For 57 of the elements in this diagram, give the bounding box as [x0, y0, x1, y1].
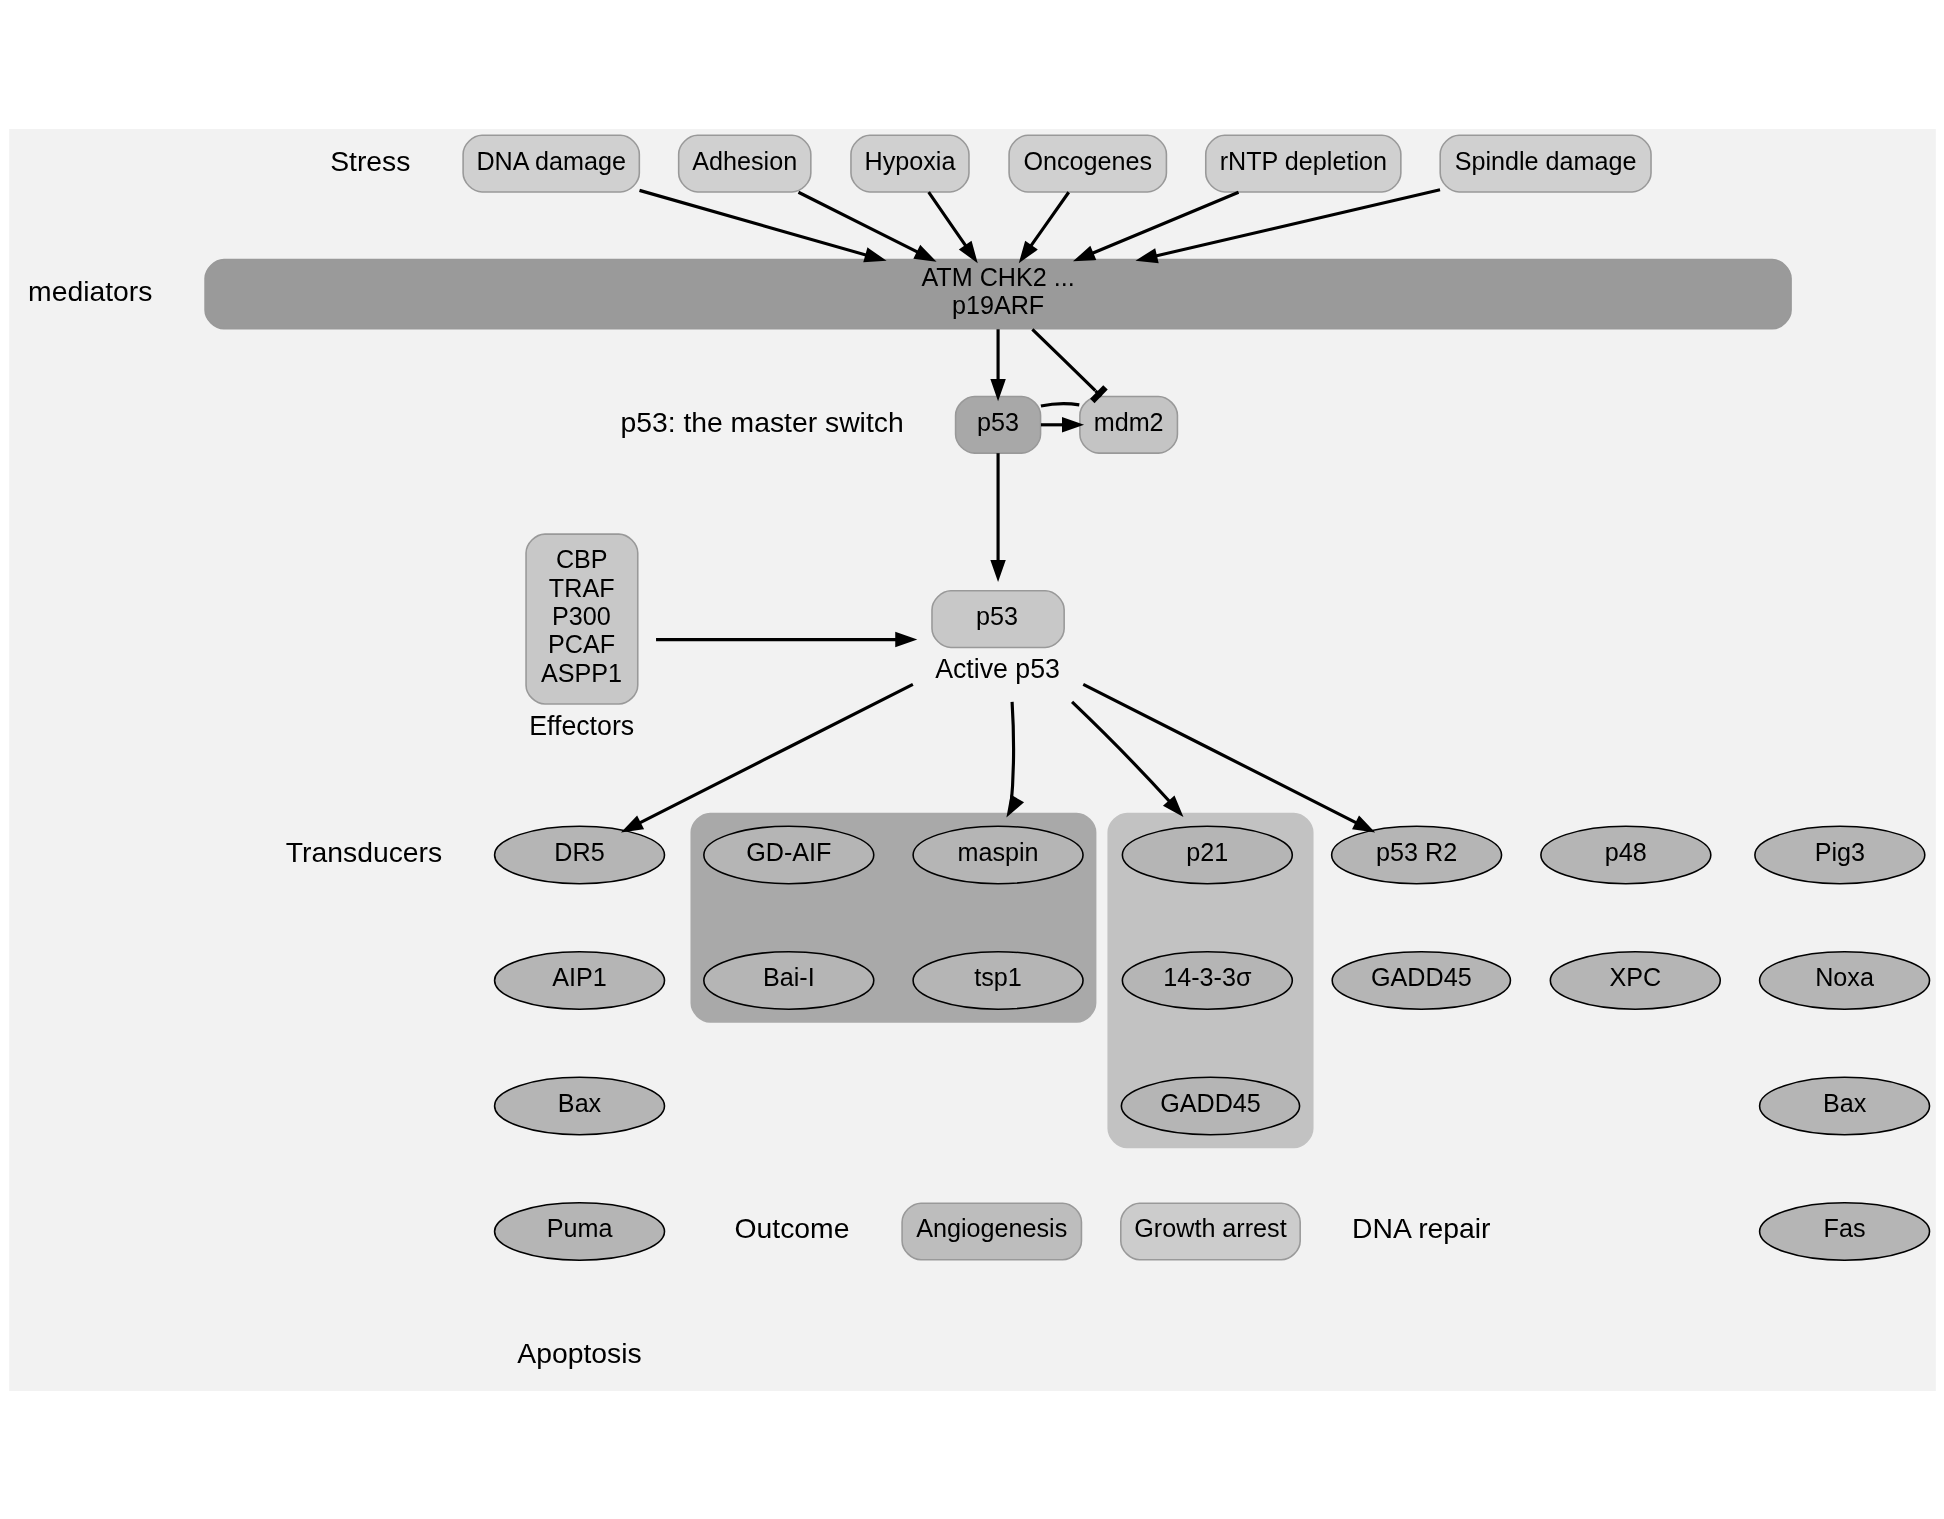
arrow [1134, 187, 1440, 263]
arrow [989, 452, 1006, 582]
label: mediators [27, 274, 152, 307]
label: p53: the master switch [619, 405, 904, 438]
node-box: Oncogenes [1007, 134, 1167, 193]
arrow [797, 190, 937, 262]
node-ellipse: XPC [1549, 950, 1721, 1010]
node-ellipse: GADD45 [1120, 1075, 1300, 1135]
cluster [689, 812, 1096, 1023]
node-box: rNTP depletion [1204, 134, 1402, 193]
node-ellipse: Bai-I [702, 950, 875, 1010]
arrow [1018, 190, 1070, 263]
node-ellipse: tsp1 [911, 950, 1084, 1010]
arrow [1070, 700, 1183, 817]
node-ellipse: Fas [1758, 1201, 1930, 1261]
label: DNA repair [1351, 1211, 1491, 1244]
arrow [1005, 701, 1024, 818]
node-ellipse: Pig3 [1753, 824, 1926, 884]
node-ellipse: Puma [493, 1201, 665, 1261]
label: Stress [329, 144, 410, 177]
connector [1040, 401, 1080, 408]
arrow [926, 190, 978, 263]
node-box: mdm2 [1078, 395, 1178, 454]
arrow [1072, 190, 1239, 261]
node-box: DNA damage [461, 134, 640, 193]
node-ellipse: p53 R2 [1330, 824, 1502, 884]
connector [1030, 327, 1108, 403]
node-label: Active p53 [934, 653, 1060, 684]
node-box: Spindle damage [1438, 134, 1652, 193]
node-ellipse: AIP1 [493, 950, 665, 1010]
arrow [1082, 682, 1375, 832]
node-box: Growth arrest [1119, 1201, 1301, 1261]
node-ellipse: 14-3-3σ [1121, 950, 1293, 1010]
node-ellipse: p48 [1539, 824, 1712, 884]
node-ellipse: Bax [493, 1075, 665, 1135]
arrow [989, 328, 1006, 401]
arrow [655, 631, 917, 647]
node-box: Angiogenesis [900, 1201, 1082, 1261]
node-ellipse: GADD45 [1330, 950, 1511, 1010]
arrow [1040, 416, 1084, 433]
node-ellipse: DR5 [493, 824, 665, 884]
node-box: Adhesion [677, 134, 812, 193]
label: Apoptosis [516, 1336, 642, 1369]
arrow [620, 682, 914, 832]
node-ellipse: GD-AIF [702, 824, 875, 884]
node-ellipse: Noxa [1758, 950, 1930, 1010]
label: Transducers [285, 835, 442, 868]
node-ellipse: maspin [911, 824, 1084, 884]
node-box: p53 [954, 395, 1041, 454]
node-ellipse: p21 [1121, 824, 1293, 884]
label: Outcome [734, 1211, 849, 1244]
node-label: Effectors [528, 710, 634, 741]
node-box: Hypoxia [849, 134, 970, 193]
cluster [1106, 812, 1314, 1148]
arrow [638, 188, 887, 262]
node-ellipse: Bax [1758, 1075, 1930, 1135]
node-box: ATM CHK2 ... p19ARF [203, 258, 1792, 330]
